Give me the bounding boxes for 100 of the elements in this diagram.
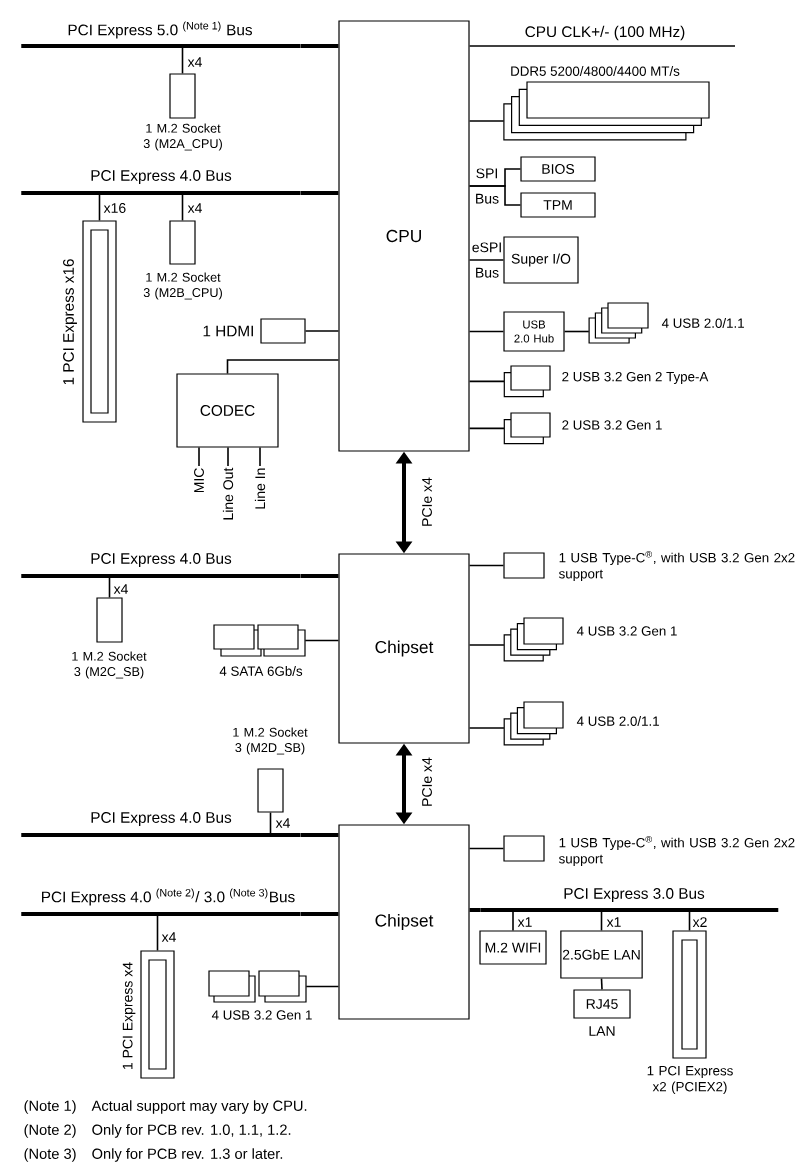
bus-label: PCI Express 4.0 $^{(Note 2)}$/ 3.0 $^{(Note 3)}$Bus	[42, 888, 295, 906]
bus-label: PCI Express 3.0 Bus	[564, 888, 705, 902]
bus-label: PCI Express 4.0 Bus	[91, 812, 232, 826]
connector-line	[468, 564, 505, 567]
connector-line	[227, 446, 229, 467]
module-box: M.2 WIFI	[479, 930, 547, 965]
node-label: 2 USB 3.2 Gen 2 Type-A	[562, 371, 709, 385]
connector-line	[512, 909, 514, 932]
connector-line	[226, 359, 340, 375]
node-label: 4 SATA 6Gb/s	[219, 666, 303, 676]
chip-box: Super I/O	[503, 236, 579, 284]
connector-line	[108, 575, 111, 599]
chip-box: BIOS	[520, 156, 596, 182]
cpu-box: CPU	[338, 20, 470, 452]
hub-box: USB 2.0 Hub	[503, 311, 565, 352]
connector-line	[305, 985, 340, 988]
bus-label: PCI Express 4.0 Bus	[91, 170, 232, 184]
usb-ports: 4 USB 2.0/1.1	[588, 302, 744, 344]
edge-label: x4	[275, 818, 290, 828]
m2-slot: 1 M.2 Socket 3 (M2C_SB)	[72, 597, 147, 679]
edge-label: PCIe x4	[422, 757, 432, 806]
node-label: 1 USB Type-C$^{®}$, with USB 3.2 Gen 2x2 support	[558, 550, 795, 582]
connector-line	[468, 644, 505, 646]
node-label: 2 USB 3.2 Gen 1	[562, 420, 662, 430]
jack-label: Line Out	[222, 467, 234, 520]
connector-line	[468, 45, 736, 47]
usb-c-port: 1 USB Type-C$^{®}$, with USB 3.2 Gen 2x2 support	[503, 835, 795, 867]
node-label: 1 M.2 Socket 3 (M2A_CPU)	[143, 123, 222, 151]
connector-line	[468, 120, 505, 122]
connector-line	[269, 811, 272, 836]
edge-label: x1	[517, 917, 532, 927]
node-label: 4 USB 2.0/1.1	[661, 318, 744, 328]
module-box: 2.5GbE LAN	[560, 930, 643, 979]
edge-label: x16	[103, 203, 126, 213]
connector-line	[688, 909, 691, 932]
sata-ports: 4 SATA 6Gb/s	[213, 624, 306, 676]
chipset-box: Chipset	[338, 824, 470, 1020]
edge-label: x4	[161, 932, 176, 942]
connector-line	[563, 330, 590, 333]
connector-line	[468, 259, 505, 261]
m2-slot: 1 M.2 Socket 3 (M2D_SB)	[233, 727, 308, 813]
node-label: 1 M.2 Socket 3 (M2D_SB)	[233, 727, 308, 755]
connector-line	[156, 913, 159, 952]
connector-line	[468, 330, 505, 333]
connector-line	[259, 446, 261, 467]
node-label: 4 USB 3.2 Gen 1	[211, 1010, 312, 1020]
note-text: Only for PCB rev. 1.3 or later.	[92, 1148, 283, 1162]
chip-box: TPM	[520, 192, 596, 218]
hdmi-port: 1 HDMI	[203, 318, 306, 344]
connector-line	[181, 192, 184, 222]
chipset-box: Chipset	[338, 553, 470, 744]
node-label: DDR5 5200/4800/4400 MT/s	[511, 66, 680, 76]
usb-ports: 4 USB 2.0/1.1	[503, 701, 659, 746]
jack-label: MIC	[194, 468, 204, 493]
expansion-slot: 1 PCI Express x4	[122, 950, 175, 1079]
connector-line	[304, 639, 340, 642]
node-label: 1 USB Type-C$^{®}$, with USB 3.2 Gen 2x2 support	[558, 835, 795, 867]
edge-label: CPU CLK+/- (100 MHz)	[525, 25, 685, 41]
usb-ports: 2 USB 3.2 Gen 1	[503, 412, 662, 445]
note-number: (Note 3)	[24, 1148, 76, 1162]
connector-line	[468, 847, 505, 850]
edge-label: PCIe x4	[422, 477, 432, 526]
node-label: 1 M.2 Socket 3 (M2B_CPU)	[143, 272, 222, 300]
edge-label: x2	[692, 917, 707, 927]
connector-line	[469, 908, 480, 912]
usb-ports: 4 USB 3.2 Gen 1	[208, 970, 312, 1020]
edge-label: x4	[187, 203, 202, 213]
node-label: 1 PCI Express x16	[63, 259, 77, 385]
usb-c-port: 1 USB Type-C$^{®}$, with USB 3.2 Gen 2x2 support	[503, 550, 795, 582]
m2-slot: 1 M.2 Socket 3 (M2B_CPU)	[143, 220, 222, 300]
jack-label: Line In	[254, 468, 266, 509]
connector-box: RJ45 LAN	[573, 989, 631, 1036]
m2-slot: 1 M.2 Socket 3 (M2A_CPU)	[143, 73, 222, 151]
connector-line	[468, 380, 505, 383]
node-label: 4 USB 3.2 Gen 1	[576, 626, 677, 636]
edge-label: eSPI Bus	[472, 242, 501, 278]
note-number: (Note 1)	[24, 1100, 76, 1114]
connector-line	[300, 44, 339, 48]
codec-box: CODEC	[176, 373, 279, 448]
bus-label: PCI Express 4.0 Bus	[91, 553, 232, 567]
connector-line	[300, 912, 339, 916]
note-text: Only for PCB rev. 1.0, 1.1, 1.2.	[92, 1124, 291, 1138]
connector-line	[181, 45, 184, 75]
connector-line	[468, 727, 505, 729]
connector-line	[600, 977, 603, 991]
connector-line	[304, 330, 340, 332]
connector-line	[300, 833, 339, 837]
connector-line	[600, 909, 603, 932]
node-label: 1 M.2 Socket 3 (M2C_SB)	[72, 651, 147, 679]
note-number: (Note 2)	[24, 1124, 76, 1138]
node-label: 1 PCI Express x4	[122, 962, 136, 1070]
expansion-slot: 1 PCI Express x16	[63, 220, 117, 423]
node-label: LAN	[589, 1026, 615, 1036]
connector-line	[468, 185, 522, 206]
usb-ports: 4 USB 3.2 Gen 1	[503, 617, 677, 662]
connector-line	[98, 192, 101, 222]
connector-line	[300, 191, 339, 195]
connector-line	[198, 446, 200, 467]
connector-line	[300, 574, 339, 578]
expansion-slot: 1 PCI Express x2 (PCIEX2)	[647, 930, 733, 1095]
